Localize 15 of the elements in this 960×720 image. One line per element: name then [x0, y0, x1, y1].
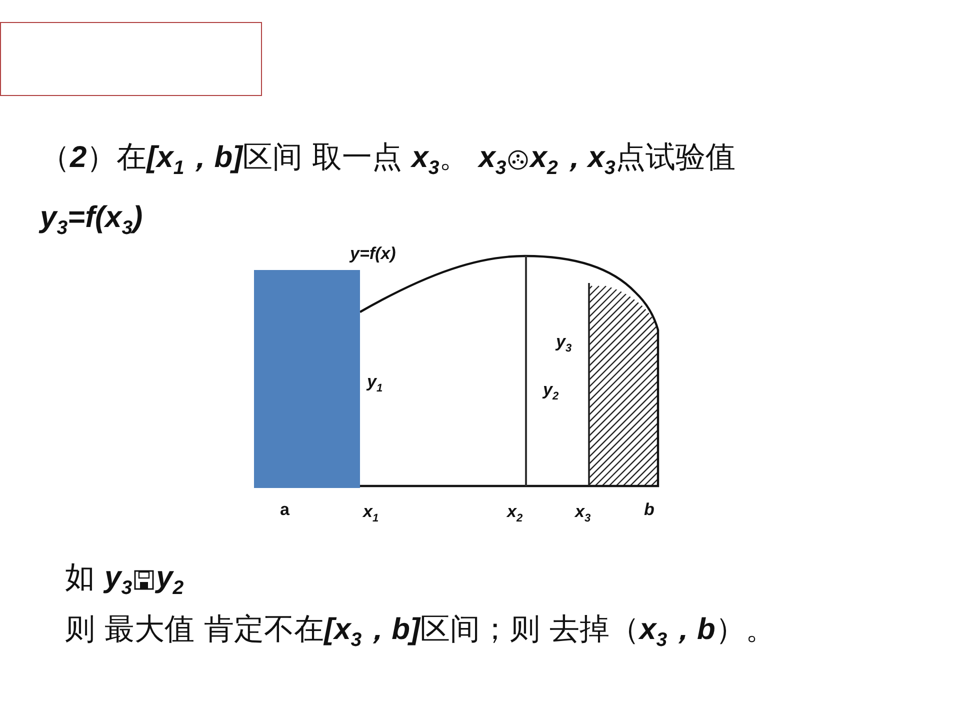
condition-text: y$_{2}$ — [156, 560, 184, 600]
formula-text: y$_{3}$=f(x$_{3}$) — [40, 200, 143, 240]
conclusion-text: 则 最大值 肯定不在[x$_{3}$，b]区间；则 去掉（x$_{3}$，b）。 — [65, 612, 776, 652]
axis-label: x$_{2}$ — [507, 502, 523, 524]
axis-label: x$_{3}$ — [575, 502, 591, 524]
axis-label: y$_{1}$ — [367, 372, 383, 394]
axis-label: x$_{1}$ — [363, 502, 379, 524]
heading-text: x$_{2}$，x$_{3}$点试验值 — [530, 140, 736, 180]
axis-label: y$_{3}$ — [556, 332, 572, 354]
axis-label: y$_{2}$ — [543, 380, 559, 402]
heading-text: （2）在[x$_{1}$，b]区间 取一点 x$_{3}$。 x$_{3}$ — [40, 140, 506, 180]
axis-label: y=f(x) — [350, 244, 396, 264]
condition-text: 如 y$_{3}$ — [65, 560, 132, 600]
axis-label: b — [644, 500, 654, 520]
axis-label: a — [280, 500, 290, 520]
